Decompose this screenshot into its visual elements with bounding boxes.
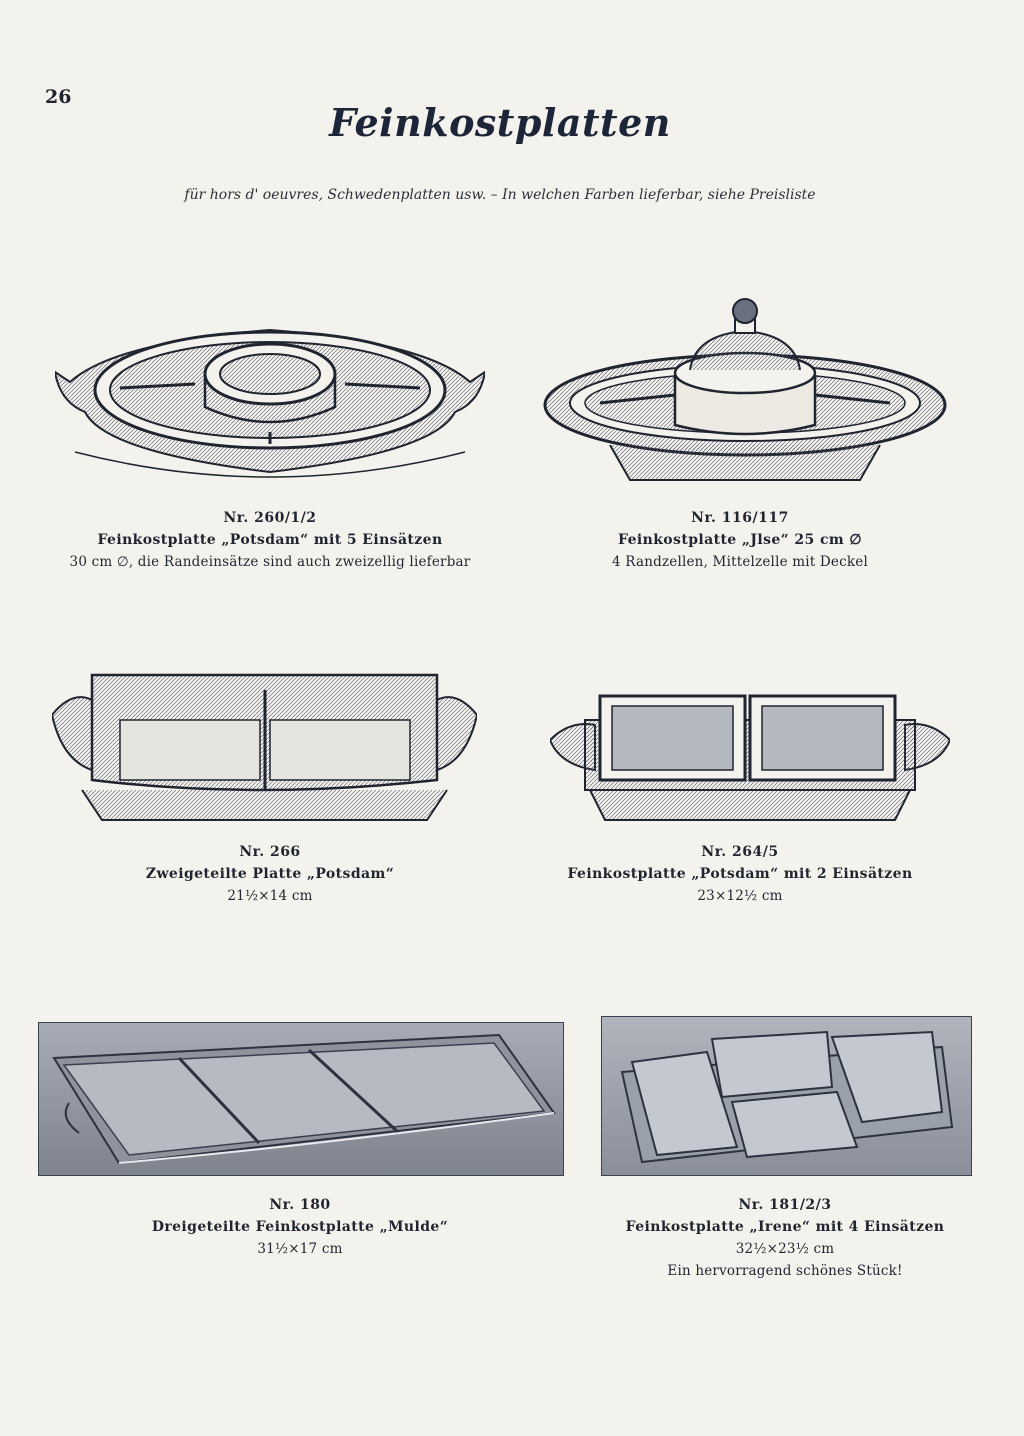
product-details: 30 cm ∅, die Randeinsätze sind auch zwei… (69, 554, 471, 570)
product-180-caption: Nr. 180 Dreigeteilte Feinkostplatte „Mul… (80, 1194, 520, 1260)
product-number: Nr. 266 (239, 844, 301, 860)
round-platter-illustration (540, 295, 950, 485)
product-number: Nr. 264/5 (701, 844, 779, 860)
product-number: Nr. 260/1/2 (223, 510, 317, 526)
product-number: Nr. 116/117 (691, 510, 789, 526)
product-remark: Ein hervorragend schönes Stück! (667, 1263, 903, 1279)
product-name: Feinkostplatte „Potsdam“ mit 5 Einsätzen (97, 532, 443, 548)
oval-platter-illustration (55, 312, 485, 492)
product-name: Feinkostplatte „Potsdam“ mit 2 Einsätzen (567, 866, 913, 882)
product-name: Feinkostplatte „Jlse“ 25 cm ∅ (618, 532, 862, 548)
two-insert-platter-illustration (550, 690, 950, 825)
product-details: 4 Randzellen, Mittelzelle mit Deckel (612, 554, 868, 570)
product-name: Zweigeteilte Platte „Potsdam“ (145, 866, 395, 882)
page-number: 26 (45, 86, 72, 108)
two-part-platter-illustration (52, 670, 477, 825)
product-260-caption: Nr. 260/1/2 Feinkostplatte „Potsdam“ mit… (30, 507, 510, 573)
page-title: Feinkostplatten (329, 100, 671, 145)
product-details: 31½×17 cm (257, 1241, 343, 1257)
product-264-caption: Nr. 264/5 Feinkostplatte „Potsdam“ mit 2… (540, 841, 940, 907)
product-details: 21½×14 cm (227, 888, 313, 904)
product-details: 32½×23½ cm (735, 1241, 835, 1257)
product-details: 23×12½ cm (697, 888, 783, 904)
irene-platter-photo (601, 1016, 972, 1176)
product-name: Dreigeteilte Feinkostplatte „Mulde“ (151, 1219, 449, 1235)
mulde-platter-photo (38, 1022, 564, 1176)
product-266-caption: Nr. 266 Zweigeteilte Platte „Potsdam“ 21… (60, 841, 480, 907)
page-subtitle: für hors d' oeuvres, Schwedenplatten usw… (184, 187, 816, 203)
product-181-caption: Nr. 181/2/3 Feinkostplatte „Irene“ mit 4… (590, 1194, 980, 1282)
product-number: Nr. 181/2/3 (738, 1197, 832, 1213)
product-name: Feinkostplatte „Irene“ mit 4 Einsätzen (625, 1219, 945, 1235)
product-number: Nr. 180 (269, 1197, 331, 1213)
product-116-caption: Nr. 116/117 Feinkostplatte „Jlse“ 25 cm … (520, 507, 960, 573)
